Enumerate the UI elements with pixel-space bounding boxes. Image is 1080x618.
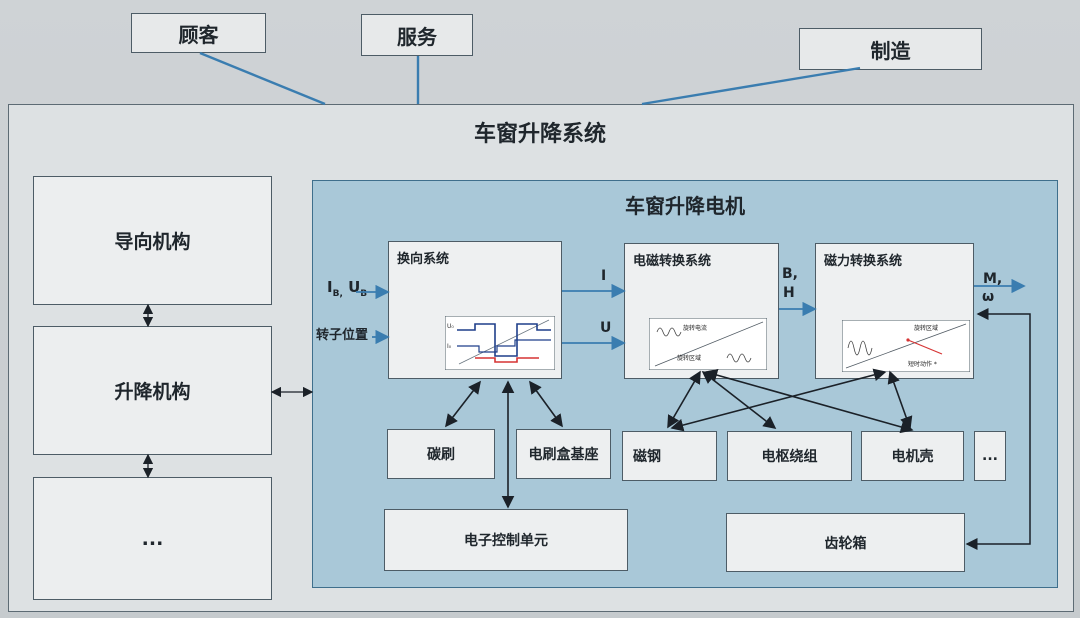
stakeholder-manufacturing: 制造 — [799, 28, 982, 70]
motor-housing-box: 电机壳 — [861, 431, 964, 481]
magnetic-force-system-title: 磁力转换系统 — [824, 254, 903, 269]
mf-housing-arrow — [887, 370, 913, 430]
electromagnetic-system-title: 电磁转换系统 — [633, 254, 712, 269]
signal-torque-label: M, — [983, 271, 1003, 287]
em-winding-arrow — [701, 371, 777, 429]
commutation-plot-label-u: U₀ — [447, 323, 454, 330]
input-u-subscript: B — [360, 289, 368, 299]
gearbox-box: 齿轮箱 — [726, 513, 965, 572]
em-housing-arrow — [704, 368, 914, 434]
more-mechanisms-box: ... — [33, 477, 272, 600]
input-i-subscript: B, — [332, 289, 343, 299]
manufacturing-link-line — [641, 66, 861, 106]
electromagnetic-plot-label-current: 旋转电流 — [683, 324, 707, 332]
electromagnetic-plot-label-region: 旋转区域 — [677, 354, 701, 362]
electromagnetic-system-box: 电磁转换系统 旋转电流 旋转区域 — [624, 243, 779, 379]
motor-title: 车窗升降电机 — [625, 194, 745, 218]
commutation-waveform-plot: U₀ I₀ — [445, 316, 555, 370]
electronic-control-unit-box: 电子控制单元 — [384, 509, 628, 571]
em-magnet-arrow — [667, 370, 701, 429]
mf-magnet-arrow — [670, 368, 887, 432]
carbon-brush-box: 碳刷 — [387, 429, 495, 479]
commutation-plot-label-i: I₀ — [447, 343, 452, 350]
lifting-mechanism-box: 升降机构 — [33, 326, 272, 455]
signal-current-label: I — [601, 268, 607, 284]
commutation-system-box: 换向系统 U₀ I₀ — [388, 241, 562, 379]
commutation-system-title: 换向系统 — [397, 252, 450, 267]
signal-omega-label: ω — [982, 289, 995, 305]
brush-holder-base-box: 电刷盒基座 — [516, 429, 611, 479]
system-title: 车窗升降系统 — [473, 122, 606, 147]
signal-voltage-label: U — [600, 320, 612, 336]
input-rotor-position-label: 转子位置 — [316, 328, 369, 343]
magnetic-force-plot-label-short: 短时动作 * — [908, 360, 937, 368]
signal-h-label: H — [783, 285, 795, 301]
magnet-steel-box: 磁钢 — [622, 431, 717, 481]
stakeholder-service: 服务 — [361, 14, 473, 56]
magnetic-force-plot-label-region: 旋转区域 — [914, 324, 938, 332]
commutation-brush-arrow — [445, 380, 481, 428]
stakeholder-customer: 顾客 — [131, 13, 266, 53]
signal-b-label: B, — [782, 266, 798, 282]
customer-link-line — [199, 51, 326, 106]
magnetic-force-plot: 旋转区域 短时动作 * — [842, 320, 970, 372]
gearbox-feedback-line — [965, 308, 1031, 550]
input-i-letter: I — [327, 278, 333, 296]
armature-winding-box: 电枢绕组 — [727, 431, 852, 481]
electromagnetic-plot: 旋转电流 旋转区域 — [649, 318, 767, 370]
commutation-holder-arrow — [529, 380, 563, 428]
guide-mechanism-box: 导向机构 — [33, 176, 272, 305]
